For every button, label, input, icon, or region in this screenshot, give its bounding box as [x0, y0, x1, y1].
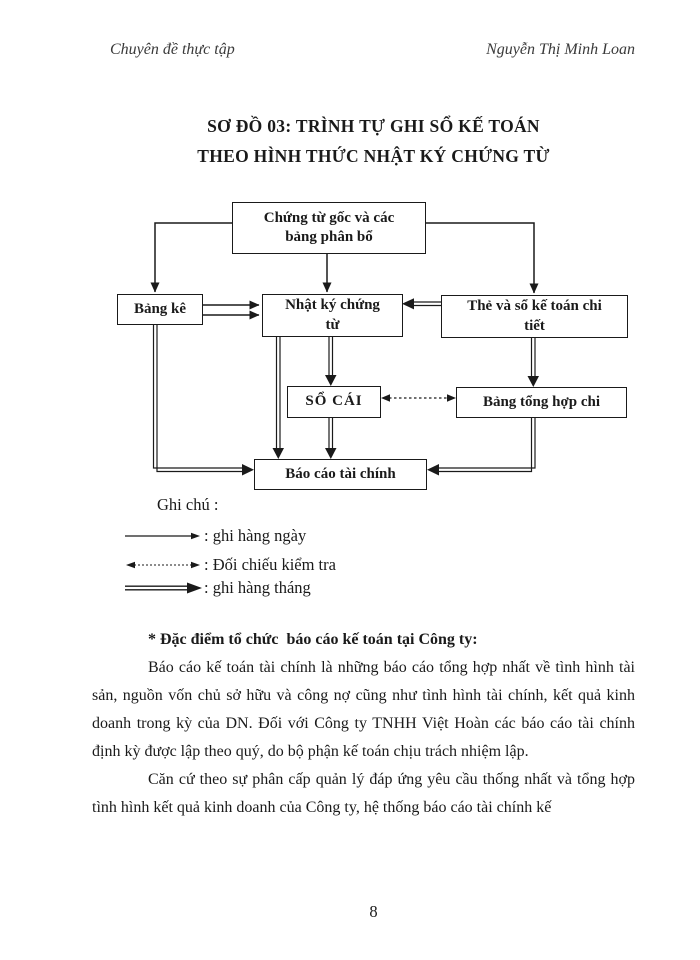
diagram-title: SƠ ĐỒ 03: TRÌNH TỰ GHI SỔ KẾ TOÁN THEO H… [92, 111, 655, 171]
legend-item-monthly: : ghi hàng tháng [124, 578, 336, 597]
arrow-bangke-to-baocao [152, 325, 254, 476]
single-arrow-icon [125, 532, 200, 540]
node-nhat-ky-chung-tu: Nhật ký chứng từ [262, 294, 403, 337]
legend-item-check: : Đối chiếu kiểm tra [124, 555, 336, 574]
node-bang-tong-hop-chi: Bảng tổng hợp chi [456, 387, 627, 418]
header-left-text: Chuyên đề thực tập [110, 41, 235, 58]
body-heading: * Đặc điểm tổ chức báo cáo kế toán tại C… [148, 631, 478, 648]
arrow-theso-to-bangtonghop [527, 338, 539, 387]
node-chung-tu-goc: Chứng từ gốc và các bảng phân bổ [232, 202, 426, 254]
node-bang-ke: Bảng kê [117, 294, 203, 325]
arrow-chungtu-to-bangke [150, 222, 232, 293]
legend-label: Ghi chú : [157, 495, 219, 514]
node-the-va-so-ke-toan: Thẻ và sổ kế toán chi tiết [441, 295, 628, 338]
dotted-double-arrow-icon [126, 561, 200, 569]
legend-item-monthly-text: : ghi hàng tháng [204, 578, 311, 597]
arrow-nhatky-to-socai [325, 337, 337, 386]
arrow-nhatky-to-baocao [272, 337, 284, 459]
body-paragraph-1: Báo cáo kế toán tài chính là những báo c… [92, 659, 635, 760]
page-header: Chuyên đề thực tập Nguyễn Thị Minh Loan [110, 41, 635, 59]
legend-item-daily-text: : ghi hàng ngày [204, 526, 307, 545]
arrow-socai-bangtonghop-check [381, 394, 456, 402]
arrow-chungtu-to-theso [426, 222, 539, 294]
legend-item-daily: : ghi hàng ngày [124, 526, 336, 545]
arrow-bangtonghop-to-baocao [427, 418, 536, 476]
header-right-text: Nguyễn Thị Minh Loan [486, 41, 635, 58]
page-number: 8 [369, 902, 378, 921]
diagram-title-line1: SƠ ĐỒ 03: TRÌNH TỰ GHI SỔ KẾ TOÁN [207, 116, 540, 136]
node-bao-cao-tai-chinh: Báo cáo tài chính [254, 459, 427, 490]
diagram-title-line2: THEO HÌNH THỨC NHẬT KÝ CHỨNG TỪ [197, 146, 550, 166]
body-text: * Đặc điểm tổ chức báo cáo kế toán tại C… [92, 626, 635, 822]
double-line-arrow-icon [125, 582, 202, 594]
legend-item-check-text: : Đối chiếu kiểm tra [204, 555, 336, 574]
legend: : ghi hàng ngày : Đối chiếu kiểm tra : g… [124, 526, 336, 597]
arrow-theso-to-nhatky [402, 298, 441, 310]
body-paragraph-2: Căn cứ theo sự phân cấp quản lý đáp ứng … [92, 771, 635, 816]
arrow-socai-to-baocao [325, 418, 337, 459]
node-so-cai: SỔ CÁI [287, 386, 381, 418]
